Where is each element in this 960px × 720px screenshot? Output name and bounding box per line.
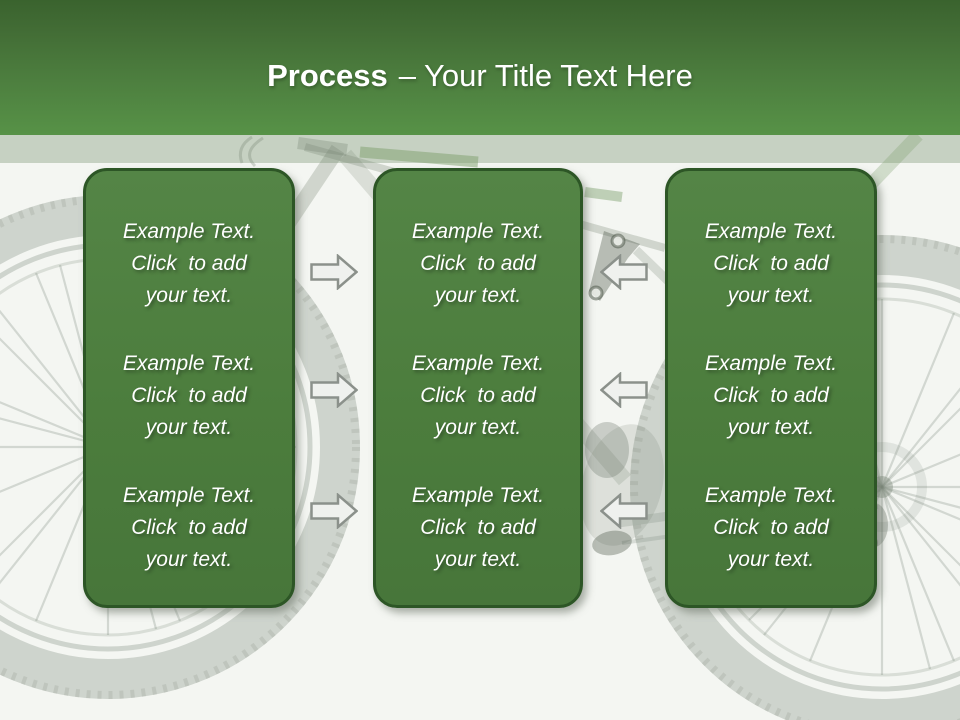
title-bold-text: Process (267, 58, 388, 93)
text-placeholder[interactable]: Example Text. Click to add your text. (122, 484, 256, 571)
title-rest-text: – Your Title Text Here (398, 58, 693, 93)
arrow-right-icon[interactable] (310, 254, 358, 290)
text-placeholder[interactable]: Example Text. Click to add your text. (411, 484, 545, 571)
text-placeholder[interactable]: Example Text. Click to add your text. (704, 484, 838, 571)
arrow-right-icon[interactable] (310, 493, 358, 529)
text-placeholder[interactable]: Example Text. Click to add your text. (411, 220, 545, 307)
text-placeholder[interactable]: Example Text. Click to add your text. (122, 220, 256, 307)
arrow-left-icon[interactable] (600, 372, 648, 408)
text-placeholder[interactable]: Example Text. Click to add your text. (122, 352, 256, 439)
text-placeholder[interactable]: Example Text. Click to add your text. (704, 352, 838, 439)
process-panel-left[interactable]: Example Text. Click to add your text. Ex… (83, 168, 295, 608)
arrow-left-icon[interactable] (600, 254, 648, 290)
text-placeholder[interactable]: Example Text. Click to add your text. (411, 352, 545, 439)
header-band: Process – Your Title Text Here (0, 0, 960, 135)
header-underline-strip (0, 135, 960, 163)
process-panel-middle[interactable]: Example Text. Click to add your text. Ex… (373, 168, 583, 608)
text-placeholder[interactable]: Example Text. Click to add your text. (704, 220, 838, 307)
arrow-right-icon[interactable] (310, 372, 358, 408)
slide-title[interactable]: Process – Your Title Text Here (0, 57, 960, 95)
arrow-left-icon[interactable] (600, 493, 648, 529)
process-panel-right[interactable]: Example Text. Click to add your text. Ex… (665, 168, 877, 608)
